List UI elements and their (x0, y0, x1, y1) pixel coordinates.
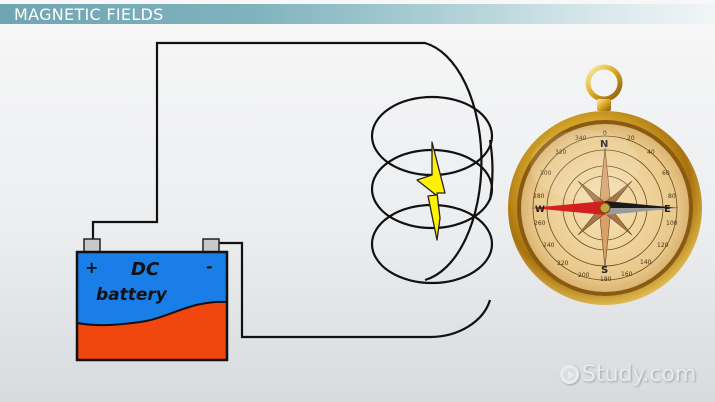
compass-ring (585, 64, 623, 102)
cardinal-w: W (535, 205, 545, 215)
svg-text:60: 60 (662, 170, 670, 177)
svg-text:140: 140 (640, 259, 652, 266)
svg-text:240: 240 (543, 242, 555, 249)
wire (91, 41, 492, 339)
dc-battery: + - DC battery (75, 238, 229, 362)
cardinal-s: S (601, 265, 608, 276)
svg-text:160: 160 (621, 271, 633, 278)
svg-text:40: 40 (647, 149, 655, 156)
battery-label-dc: DC (131, 259, 160, 280)
negative-symbol: - (206, 257, 213, 276)
svg-text:80: 80 (668, 193, 676, 200)
cardinal-n: N (600, 139, 608, 150)
title-bar: MAGNETIC FIELDS (0, 4, 715, 24)
degree-labels: 0 20 40 60 80 100 120 140 160 180 200 22… (533, 130, 678, 283)
svg-text:320: 320 (555, 149, 567, 156)
play-circle-icon (560, 365, 579, 384)
compass: N E S W 0 20 40 60 80 100 120 140 160 18… (508, 64, 702, 305)
svg-text:260: 260 (534, 220, 546, 227)
negative-terminal (202, 238, 220, 253)
page-title: MAGNETIC FIELDS (14, 5, 164, 24)
compass-needle (531, 201, 679, 215)
svg-text:20: 20 (627, 135, 635, 142)
positive-terminal (83, 238, 101, 253)
study-com-watermark: Study.com (560, 362, 696, 387)
battery-label-battery: battery (96, 285, 168, 305)
svg-text:180: 180 (600, 276, 612, 283)
svg-text:220: 220 (557, 260, 569, 267)
svg-text:120: 120 (657, 242, 669, 249)
lightning-bolt-icon (416, 141, 446, 241)
svg-text:100: 100 (666, 220, 678, 227)
cardinal-e: E (664, 204, 671, 215)
svg-text:200: 200 (578, 272, 590, 279)
watermark-text: Study.com (582, 362, 697, 387)
svg-text:300: 300 (540, 170, 552, 177)
svg-text:340: 340 (575, 135, 587, 142)
svg-text:0: 0 (603, 130, 607, 137)
svg-text:280: 280 (533, 193, 545, 200)
positive-symbol: + (85, 258, 98, 277)
